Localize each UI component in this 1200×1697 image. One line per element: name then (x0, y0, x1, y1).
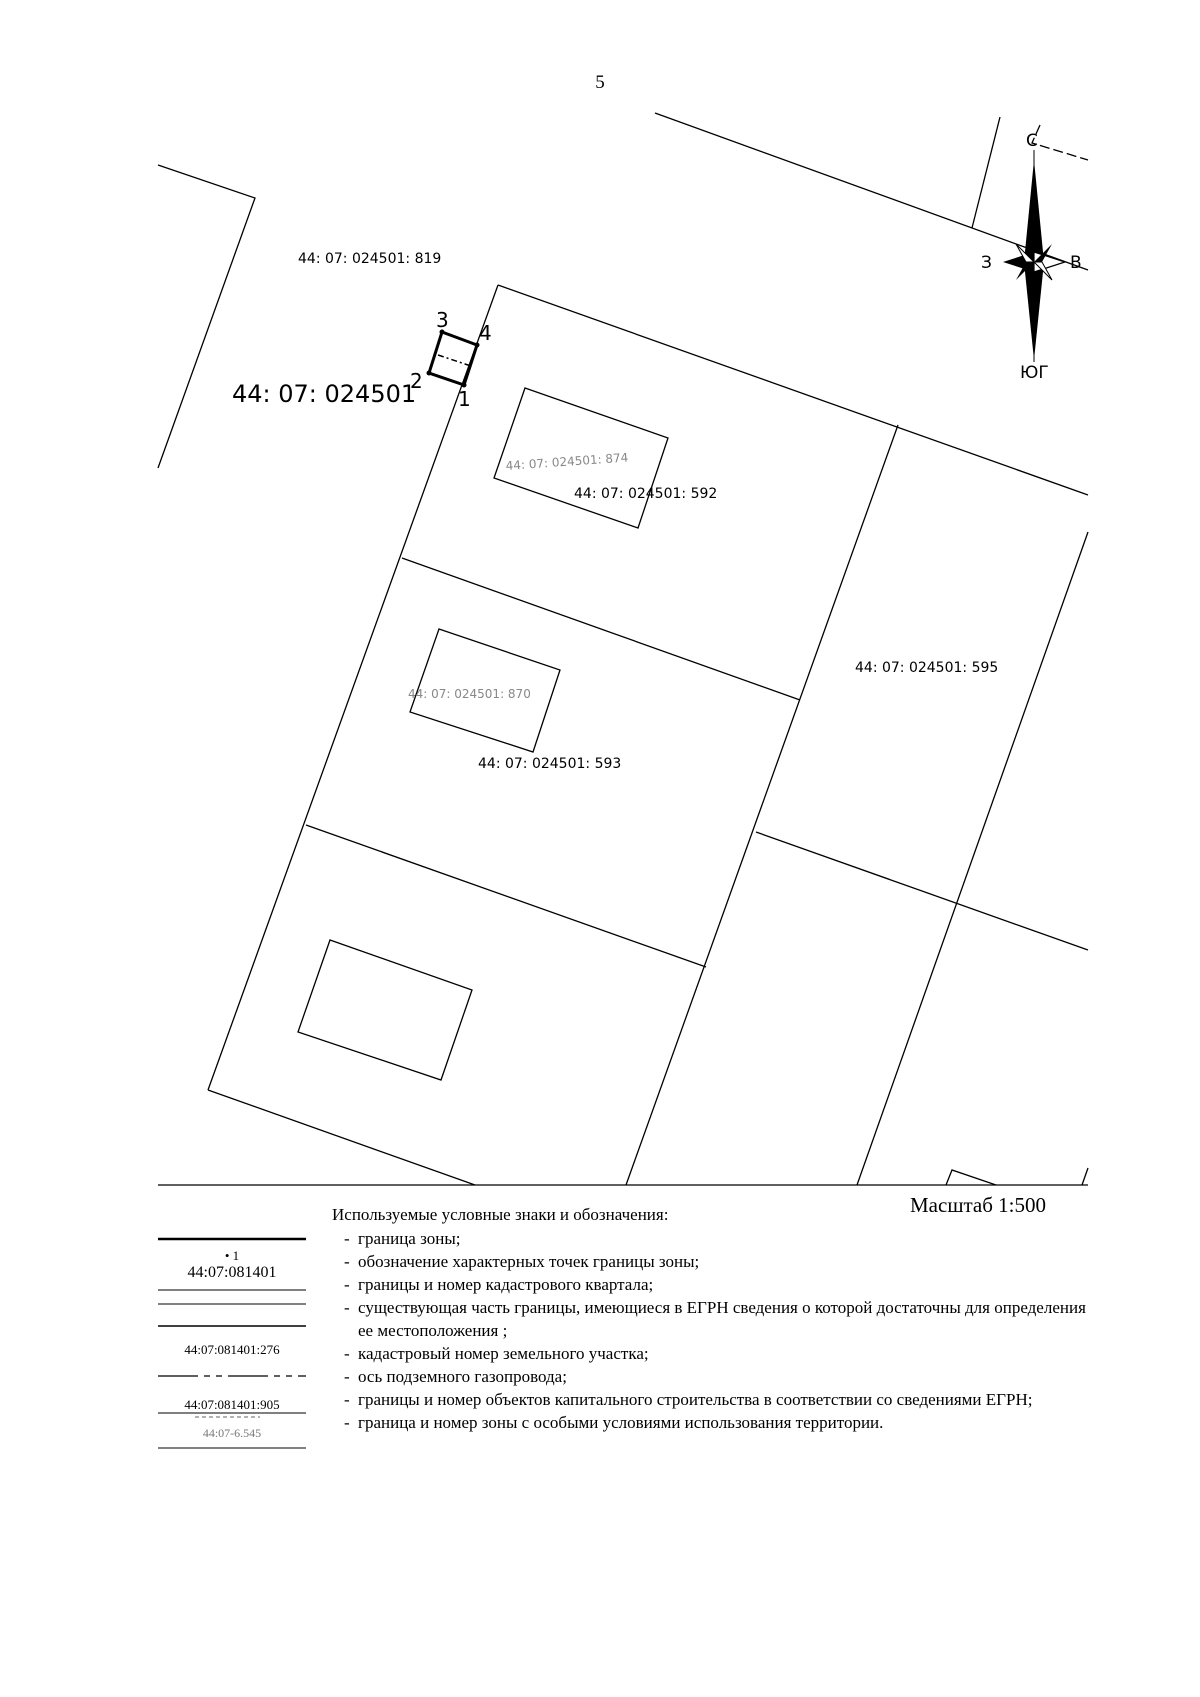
parcel-label-593: 44: 07: 024501: 593 (478, 756, 621, 772)
compass-north-label: С (1026, 131, 1038, 151)
point-label-3: 3 (436, 308, 449, 332)
legend-item: граница зоны; (344, 1227, 1104, 1250)
parcel-819-boundary (157, 164, 256, 469)
compass-east-label: В (1070, 253, 1082, 273)
cadastral-map: 1 2 3 4 44: 07: 024501: 819 44: 07: 0245… (157, 112, 1089, 1186)
block-outer-boundary (497, 284, 1089, 496)
legend-item: кадастровый номер земельного участка; (344, 1342, 1104, 1365)
road-boundary (654, 112, 1089, 271)
block-bottom-edge (207, 1089, 476, 1186)
point-label-4: 4 (479, 321, 492, 345)
point-label-2: 2 (410, 369, 423, 393)
building-870 (409, 628, 561, 753)
zone-boundary (426, 329, 480, 388)
legend-symbol-building-number: 44:07:081401:905 (184, 1397, 280, 1412)
parcel-divider-vertical-1 (625, 424, 899, 1186)
parcel-corner-bottom-right (945, 1169, 997, 1186)
legend-item: обозначение характерных точек границы зо… (344, 1250, 1104, 1273)
compass-west-label: З (981, 253, 992, 273)
legend-list: граница зоны; обозначение характерных то… (344, 1227, 1104, 1434)
page-number: 5 (595, 72, 605, 93)
point-label-1: 1 (458, 387, 471, 411)
legend-symbol-point: • 1 (224, 1248, 240, 1263)
parcel-top-right-edge (971, 116, 1001, 229)
legend-symbol-zone-number: 44:07-6.545 (202, 1426, 262, 1440)
block-left-edge (207, 284, 499, 1091)
building-label-874: 44: 07: 024501: 874 (505, 450, 629, 473)
parcel-corner-top-right (1031, 124, 1089, 161)
legend-item: ось подземного газопровода; (344, 1365, 1104, 1388)
parcel-label-595: 44: 07: 024501: 595 (855, 660, 998, 676)
building-label-870: 44: 07: 024501: 870 (408, 687, 531, 701)
legend-symbol-quarter-code: 44:07:081401 (187, 1264, 277, 1281)
legend-symbol-parcel-number: 44:07:081401:276 (184, 1342, 280, 1357)
parcel-label-592: 44: 07: 024501: 592 (574, 486, 717, 502)
compass-rose (1003, 150, 1067, 362)
legend-item: границы и номер объектов капитального ст… (344, 1388, 1104, 1411)
building-south (297, 939, 473, 1081)
parcel-label-819: 44: 07: 024501: 819 (298, 251, 441, 267)
quarter-label: 44: 07: 024501 (232, 380, 416, 408)
legend-title: Используемые условные знаки и обозначени… (332, 1205, 669, 1224)
legend-symbols (158, 1237, 306, 1449)
building-874 (493, 387, 669, 529)
map-scale: Масштаб 1:500 (910, 1193, 1047, 1217)
parcel-divider-595-south (755, 831, 1089, 951)
parcel-edge-bottom-right (1081, 1167, 1089, 1186)
parcel-divider-593-next (305, 824, 707, 968)
parcel-divider-592-593 (401, 557, 801, 701)
compass-south-label: ЮГ (1020, 363, 1049, 383)
legend-item: граница и номер зоны с особыми условиями… (344, 1411, 1104, 1434)
legend-item: существующая часть границы, имеющиеся в … (344, 1296, 1104, 1342)
parcel-divider-vertical-2 (856, 531, 1089, 1186)
legend-item: границы и номер кадастрового квартала; (344, 1273, 1104, 1296)
